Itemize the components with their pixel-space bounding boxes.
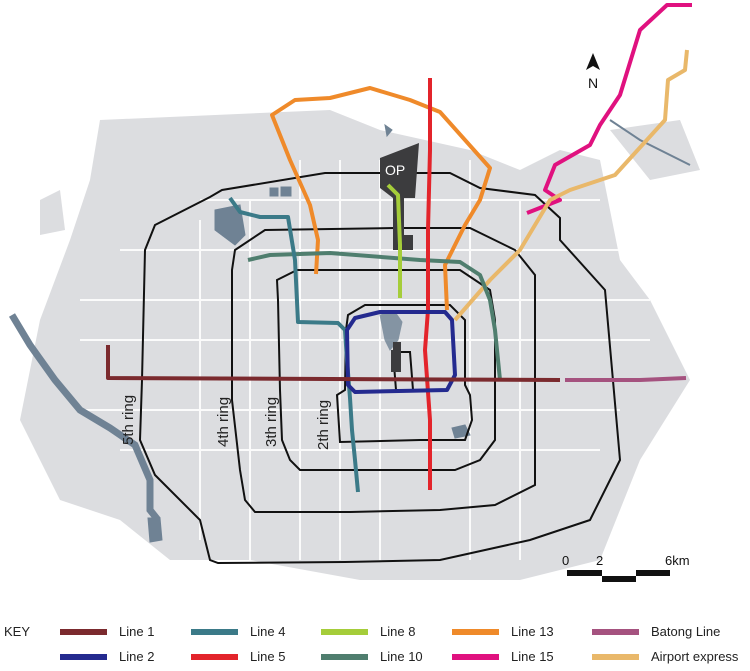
legend-item-airport-express: Airport express [592, 649, 738, 664]
legend-label: Line 15 [511, 649, 554, 664]
legend-item-line-15: Line 15 [452, 649, 554, 664]
ring-2th [335, 304, 474, 444]
scale-label-2: 2 [596, 553, 603, 568]
north-arrow-icon [586, 53, 600, 70]
water [8, 119, 691, 543]
legend-title: KEY [4, 624, 31, 639]
ring-4th [231, 227, 536, 513]
ring-3th [275, 269, 496, 471]
line-8 [386, 183, 402, 298]
legend-item-line-10: Line 10 [321, 649, 423, 664]
swatch-batong-line [592, 628, 639, 635]
scale-label-6km: 6km [665, 553, 690, 568]
swatch-line-1 [60, 628, 107, 635]
scale-label-0: 0 [562, 553, 569, 568]
legend-label: Line 5 [250, 649, 286, 664]
legend-item-line-5: Line 5 [191, 649, 285, 664]
airport-express [453, 49, 689, 322]
swatch-line-2 [60, 653, 107, 660]
legend-item-line-2: Line 2 [60, 649, 154, 664]
ring-label-3th: 3th ring [263, 397, 280, 447]
legend-item-line-8: Line 8 [321, 624, 415, 639]
legend-item-batong-line: Batong Line [592, 624, 720, 639]
swatch-line-15 [452, 653, 499, 660]
scale-bar: 0 2 6km [562, 553, 690, 582]
legend-label: Line 10 [380, 649, 423, 664]
legend-label: Line 1 [119, 624, 155, 639]
legend-label: Line 4 [250, 624, 286, 639]
swatch-line-4 [191, 628, 238, 635]
line-4 [228, 196, 360, 493]
legend-item-line-4: Line 4 [191, 624, 285, 639]
batong-line [565, 376, 687, 382]
swatch-line-8 [321, 628, 368, 635]
line-15 [526, 3, 692, 215]
swatch-airport-express [592, 653, 639, 660]
legend-label: Batong Line [651, 624, 721, 639]
swatch-line-13 [452, 628, 499, 635]
line-1 [106, 345, 561, 382]
op-label: OP [385, 162, 405, 178]
swatch-line-10 [321, 653, 368, 660]
legend-label: Airport express [651, 649, 739, 664]
ring-label-5th: 5th ring [120, 395, 137, 445]
legend-item-line-1: Line 1 [60, 624, 154, 639]
legend: KEY Line 1 Line 2 Line 4 Line 5 Line 8 L… [0, 610, 750, 671]
legend-label: Line 2 [119, 649, 155, 664]
legend-item-line-13: Line 13 [452, 624, 554, 639]
line-10 [247, 251, 502, 381]
legend-label: Line 13 [511, 624, 554, 639]
north-label: N [588, 75, 598, 91]
legend-label: Line 8 [380, 624, 416, 639]
line-13 [270, 86, 492, 311]
ring-label-4th: 4th ring [215, 397, 232, 447]
beijing-subway-map: OP 5th ring 4th ring 3th ring 2th ring N… [8, 3, 700, 582]
line-2 [345, 310, 457, 394]
swatch-line-5 [191, 653, 238, 660]
ring-label-2th: 2th ring [315, 400, 332, 450]
ring-roads [138, 172, 622, 565]
